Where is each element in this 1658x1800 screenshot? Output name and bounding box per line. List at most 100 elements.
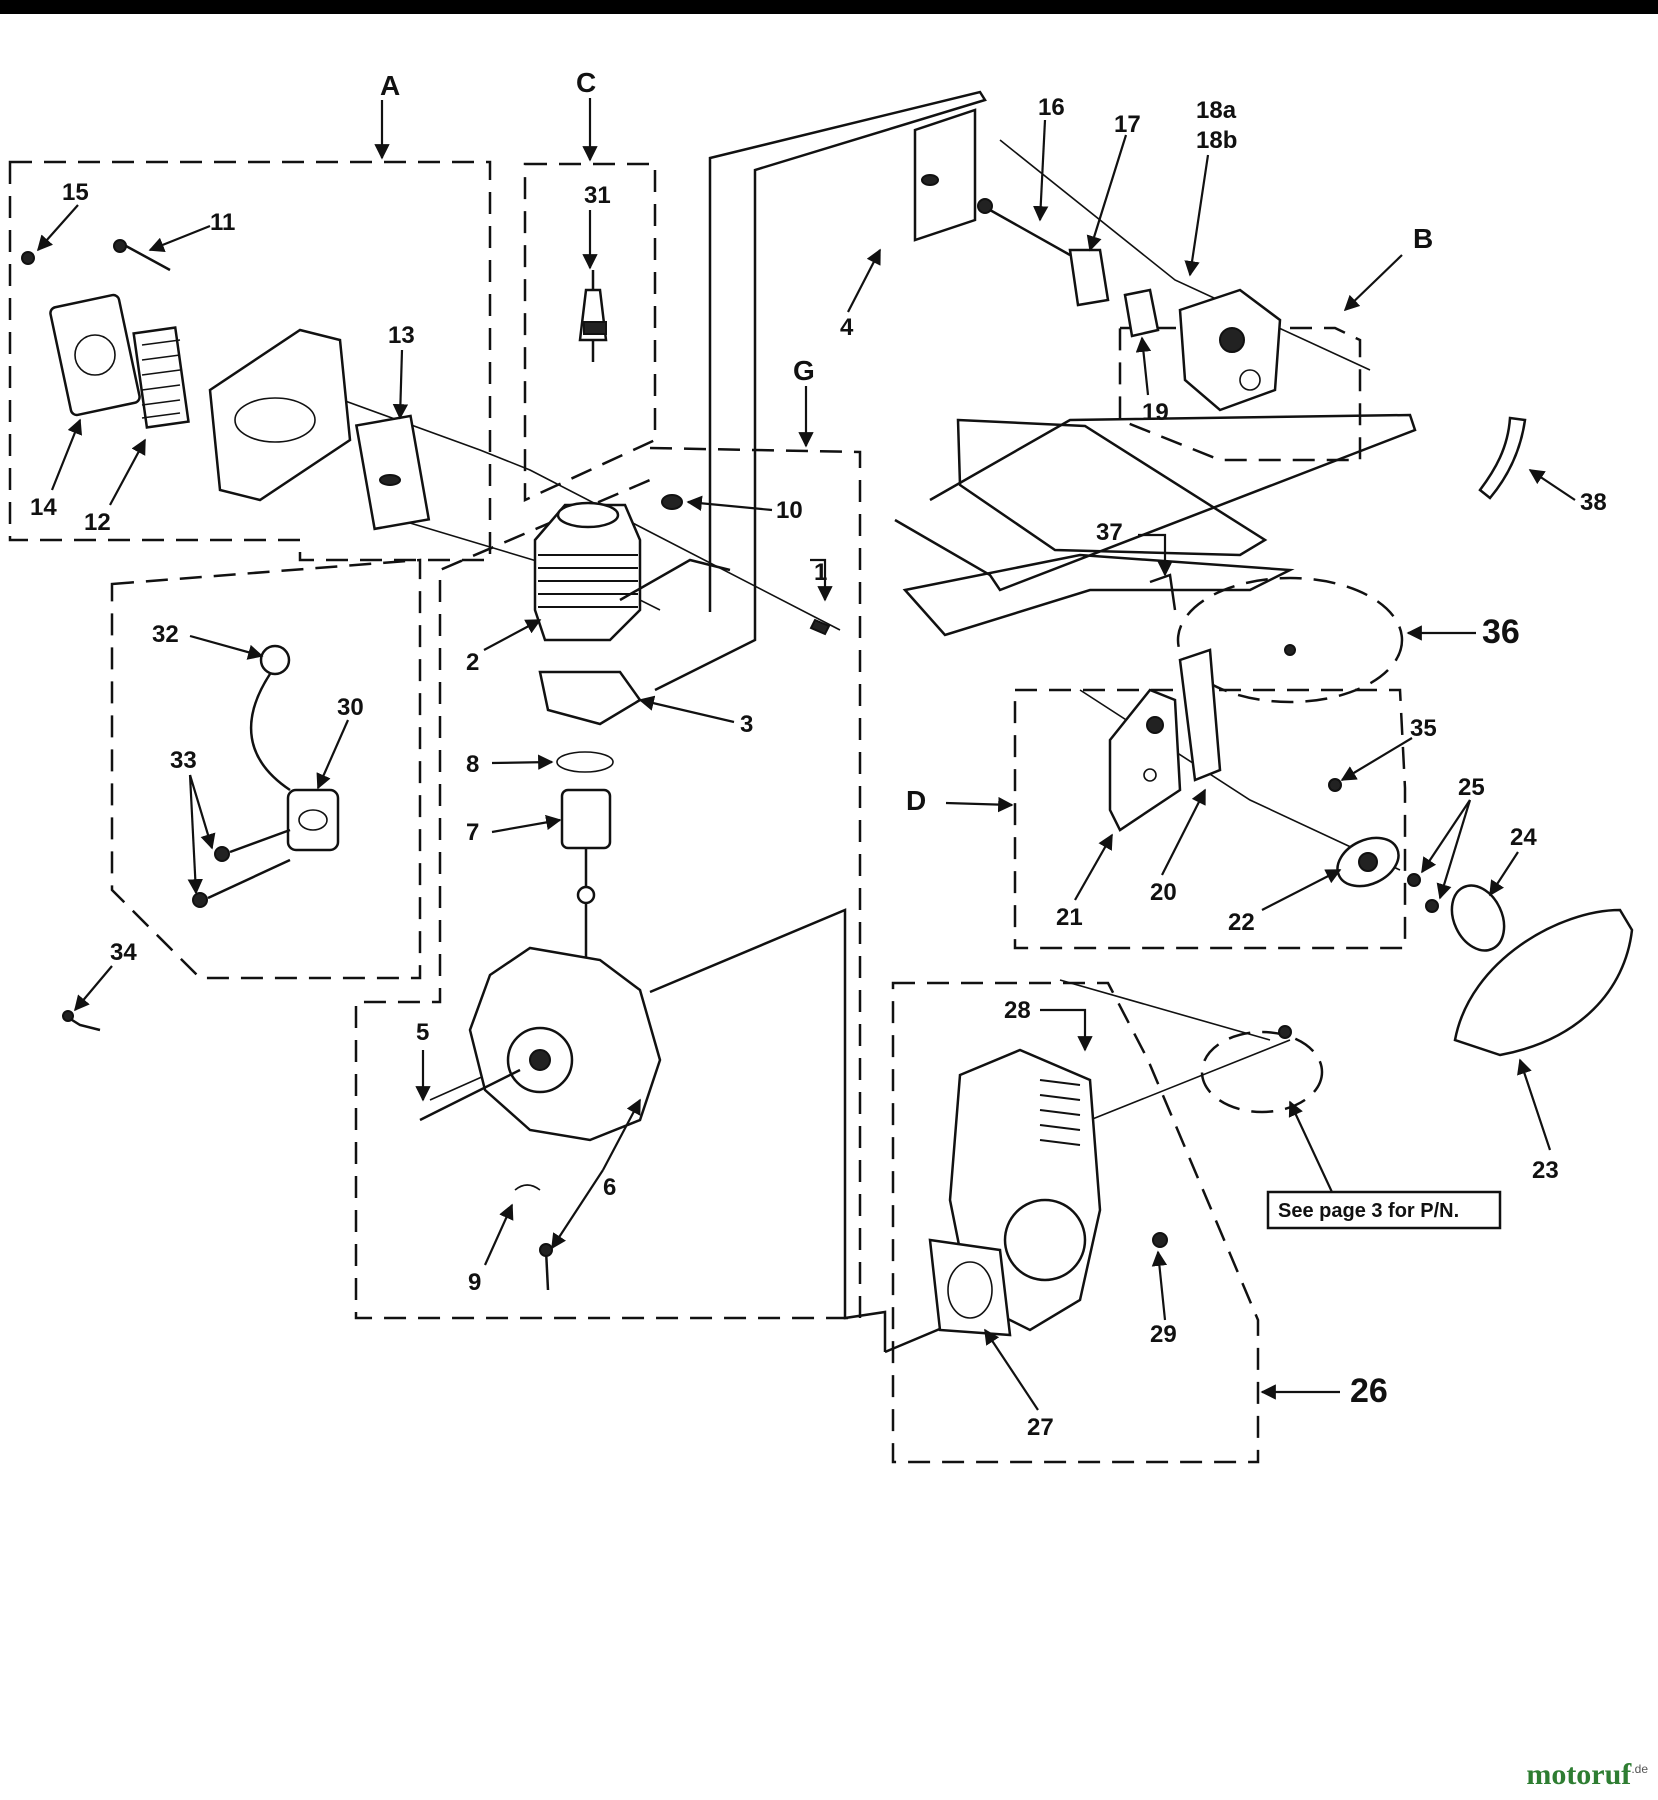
label-12: 12 <box>84 509 111 536</box>
letter-C: C <box>576 67 596 98</box>
cylinder-crankcase-assembly <box>419 494 831 1291</box>
label-37: 37 <box>1096 519 1123 546</box>
labels: A C G B D 26 36 1 2 3 4 5 6 7 8 9 10 11 … <box>30 67 1607 1441</box>
label-16: 16 <box>1038 94 1065 121</box>
fan-housing-assembly <box>928 1025 1292 1337</box>
boundary-B <box>1118 326 1362 462</box>
boundary-26 <box>891 981 1260 1464</box>
group-boundaries <box>8 160 1407 1464</box>
piston-ring-8 <box>556 751 614 773</box>
boundary-29-group <box>1200 1030 1324 1114</box>
screw-29 <box>1152 1232 1168 1248</box>
label-5: 5 <box>416 1019 429 1046</box>
screw-15 <box>21 251 35 265</box>
label-18b: 18b <box>1196 127 1237 154</box>
spark-plug-assembly <box>578 270 608 362</box>
screw-28 <box>1278 1025 1292 1039</box>
label-17: 17 <box>1114 111 1141 138</box>
gasket-17 <box>1068 248 1110 307</box>
filter-element-14 <box>49 293 141 417</box>
label-15: 15 <box>62 179 89 206</box>
label-30: 30 <box>337 694 364 721</box>
screw-33a <box>214 846 230 862</box>
screw-11 <box>113 239 127 253</box>
watermark-brand: motoruf <box>1526 1758 1632 1791</box>
label-3: 3 <box>740 711 753 738</box>
gasket-27 <box>928 1238 1012 1337</box>
label-9: 9 <box>468 1269 481 1296</box>
screen-mesh <box>141 339 181 419</box>
label-18a: 18a <box>1196 97 1237 124</box>
label-13: 13 <box>388 322 415 349</box>
label-34: 34 <box>110 939 137 966</box>
leader-arrows <box>36 98 1576 1411</box>
label-19: 19 <box>1142 399 1169 426</box>
bracket-20 <box>1178 648 1222 782</box>
label-27: 27 <box>1027 1414 1054 1441</box>
label-6: 6 <box>603 1174 616 1201</box>
top-border-bar <box>0 0 1658 14</box>
assembly-lines <box>259 90 1417 1354</box>
air-filter-assembly <box>21 239 431 531</box>
note-text: See page 3 for P/N. <box>1278 1200 1459 1222</box>
label-14: 14 <box>30 494 57 521</box>
boundary-C <box>523 162 657 502</box>
hose-38 <box>1478 416 1527 500</box>
letter-D: D <box>906 785 926 816</box>
label-21: 21 <box>1056 904 1083 931</box>
cover-23 <box>1453 908 1634 1057</box>
screw-33b <box>192 892 208 908</box>
label-35: 35 <box>1410 715 1437 742</box>
label-32: 32 <box>152 621 179 648</box>
label-38: 38 <box>1580 489 1607 516</box>
washer-25b <box>1425 899 1439 913</box>
housing-21 <box>1108 688 1182 832</box>
washer-9 <box>514 1184 541 1191</box>
boundary-A <box>8 160 492 562</box>
label-20: 20 <box>1150 879 1177 906</box>
label-28: 28 <box>1004 997 1031 1024</box>
fuel-assembly <box>1108 573 1634 1057</box>
label-8: 8 <box>466 751 479 778</box>
assembly-36: 36 <box>1482 613 1520 651</box>
bolt-16 <box>989 208 1071 257</box>
boundary-36 <box>1176 576 1404 704</box>
label-22: 22 <box>1228 909 1255 936</box>
plug-10 <box>661 494 683 510</box>
boundary-D <box>1013 688 1407 950</box>
boundary-G <box>354 446 862 1320</box>
clip-37 <box>1149 573 1177 611</box>
piston-7 <box>560 788 612 850</box>
label-10: 10 <box>776 497 803 524</box>
letter-B: B <box>1413 223 1433 254</box>
boot-32 <box>259 644 291 676</box>
label-7: 7 <box>466 819 479 846</box>
watermark-tld: .de <box>1631 1762 1648 1776</box>
gasket-13 <box>354 414 431 531</box>
label-25: 25 <box>1458 774 1485 801</box>
assembly-26: 26 <box>1350 1372 1388 1410</box>
filter-screen-12 <box>132 326 190 429</box>
washer-25a <box>1407 873 1421 887</box>
label-4: 4 <box>840 314 854 341</box>
bracket-4 <box>913 108 977 242</box>
watermark-logo: motoruf.de <box>1526 1758 1648 1792</box>
gasket-19 <box>1123 288 1160 338</box>
boundary-ignition <box>110 558 422 980</box>
gasket-3 <box>538 670 642 726</box>
air-filter-cover <box>208 328 352 502</box>
note-box: See page 3 for P/N. <box>1266 1190 1502 1230</box>
carburetor-assembly <box>913 108 1527 500</box>
label-23: 23 <box>1532 1157 1559 1184</box>
label-29: 29 <box>1150 1321 1177 1348</box>
label-31: 31 <box>584 182 611 209</box>
label-11: 11 <box>210 209 235 236</box>
label-2: 2 <box>466 649 479 676</box>
label-33: 33 <box>170 747 197 774</box>
letter-A: A <box>380 70 400 101</box>
ignition-module-30 <box>286 788 340 852</box>
clip-1 <box>809 618 831 636</box>
cap-24 <box>1450 884 1506 952</box>
